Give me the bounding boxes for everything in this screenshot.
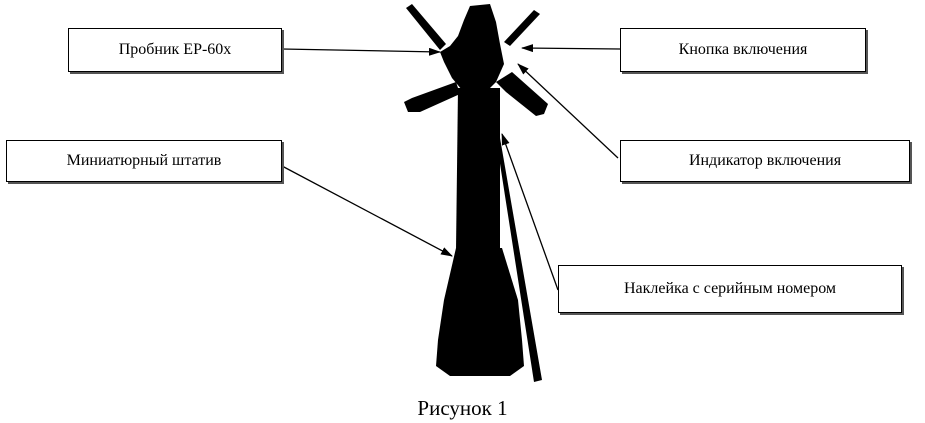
figure-caption: Рисунок 1	[417, 396, 508, 420]
pointer-lines	[281, 44, 621, 291]
label-power-indicator: Индикатор включения	[620, 140, 910, 182]
probe-head	[440, 4, 504, 90]
probe-body	[456, 88, 500, 250]
tripod-legs-top	[406, 4, 540, 50]
label-serial-sticker: Наклейка с серийным номером	[558, 265, 902, 313]
tripod-base	[436, 248, 524, 376]
tripod-leg-rod	[496, 138, 542, 382]
label-probe: Пробник ЕР-60х	[68, 28, 282, 72]
label-power-button: Кнопка включения	[620, 28, 866, 72]
probe-side-arms	[404, 72, 548, 116]
label-tripod: Миниатюрный штатив	[6, 140, 282, 182]
